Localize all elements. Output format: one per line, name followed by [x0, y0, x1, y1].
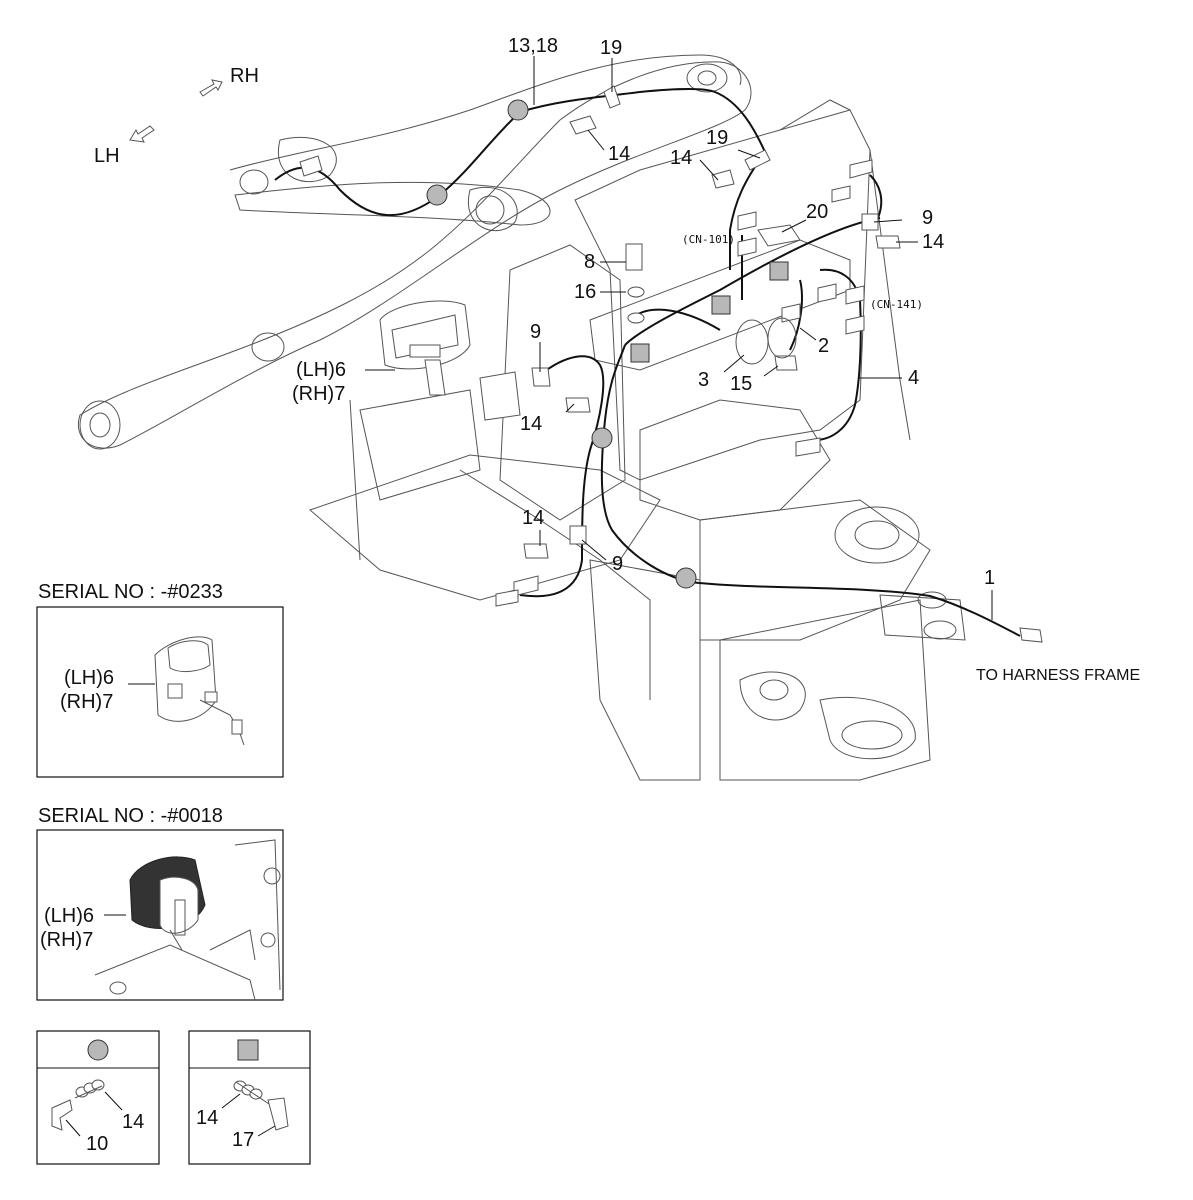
callout-19a: 19 — [600, 37, 622, 59]
harness-wires — [274, 88, 1021, 637]
direction-arrows — [129, 79, 223, 143]
callout-13-18: 13,18 — [508, 35, 558, 57]
round-clamp-parts — [51, 1079, 105, 1131]
square-clamp-parts — [233, 1080, 289, 1131]
callout-14e: 14 — [522, 507, 544, 529]
callout-14c: 14 — [922, 231, 944, 253]
callout-14d: 14 — [520, 413, 542, 435]
front-frame-outline — [309, 99, 966, 781]
inset-0018-lamp — [129, 856, 206, 951]
callout-16: 16 — [574, 281, 596, 303]
callout-9c: 9 — [612, 553, 623, 575]
callout-19b: 19 — [706, 127, 728, 149]
inset-0018-lh: (LH)6 — [44, 905, 94, 927]
inset-serial-0018: SERIAL NO : -#0018 (LH)6 (RH)7 — [36, 805, 284, 1001]
leader-lines — [365, 56, 993, 620]
square-clamp-part-b: 17 — [232, 1129, 254, 1151]
legend-square-clamp: 14 17 — [188, 1030, 311, 1165]
square-clamp-markers — [630, 261, 789, 363]
callout-14a: 14 — [608, 143, 630, 165]
callout-lh6: (LH)6 — [296, 359, 346, 381]
callout-labels: RH LH 13,18 19 14 19 14 20 9 14 (CN-101)… — [94, 35, 1140, 684]
round-clamp-symbol-icon — [87, 1039, 109, 1061]
callout-9a: 9 — [922, 207, 933, 229]
ring-clamps — [735, 317, 797, 365]
inset-0018-rh: (RH)7 — [40, 929, 93, 951]
inset-serial-0233: SERIAL NO : -#0233 (LH)6 (RH)7 — [36, 581, 284, 778]
wire-tags — [299, 155, 1043, 643]
round-clamp-part-b: 10 — [86, 1133, 108, 1155]
callout-9b: 9 — [530, 321, 541, 343]
label-lh: LH — [94, 145, 120, 167]
square-clamp-symbol-icon — [237, 1039, 259, 1061]
callout-rh7: (RH)7 — [292, 383, 345, 405]
inset-0233-lamp — [154, 636, 245, 746]
rh-arrow-icon — [199, 79, 223, 97]
boom-arm-outline — [77, 54, 752, 450]
connector-cn141: (CN-141) — [870, 298, 923, 311]
round-clamp-markers — [426, 99, 697, 589]
inset-0233-title: SERIAL NO : -#0233 — [38, 581, 223, 603]
callout-14b: 14 — [670, 147, 692, 169]
inset-0018-bracket — [94, 839, 281, 1001]
round-clamp-part-a: 14 — [122, 1111, 144, 1133]
lh-arrow-icon — [129, 125, 155, 143]
square-clamp-part-a: 14 — [196, 1107, 218, 1129]
callout-8: 8 — [584, 251, 595, 273]
callout-2: 2 — [818, 335, 829, 357]
legend-round-clamp: 14 10 — [36, 1030, 160, 1165]
callout-4: 4 — [908, 367, 919, 389]
inset-0233-rh: (RH)7 — [60, 691, 113, 713]
inset-0233-lh: (LH)6 — [64, 667, 114, 689]
harness-frame-note: TO HARNESS FRAME — [976, 667, 1140, 684]
callout-20: 20 — [806, 201, 828, 223]
callout-15: 15 — [730, 373, 752, 395]
inset-0018-title: SERIAL NO : -#0018 — [38, 805, 223, 827]
connector-cn101: (CN-101) — [682, 233, 735, 246]
callout-1: 1 — [984, 567, 995, 589]
hardware-bolts — [523, 85, 901, 559]
label-rh: RH — [230, 65, 259, 87]
work-lamp-main — [379, 300, 521, 421]
callout-3: 3 — [698, 369, 709, 391]
